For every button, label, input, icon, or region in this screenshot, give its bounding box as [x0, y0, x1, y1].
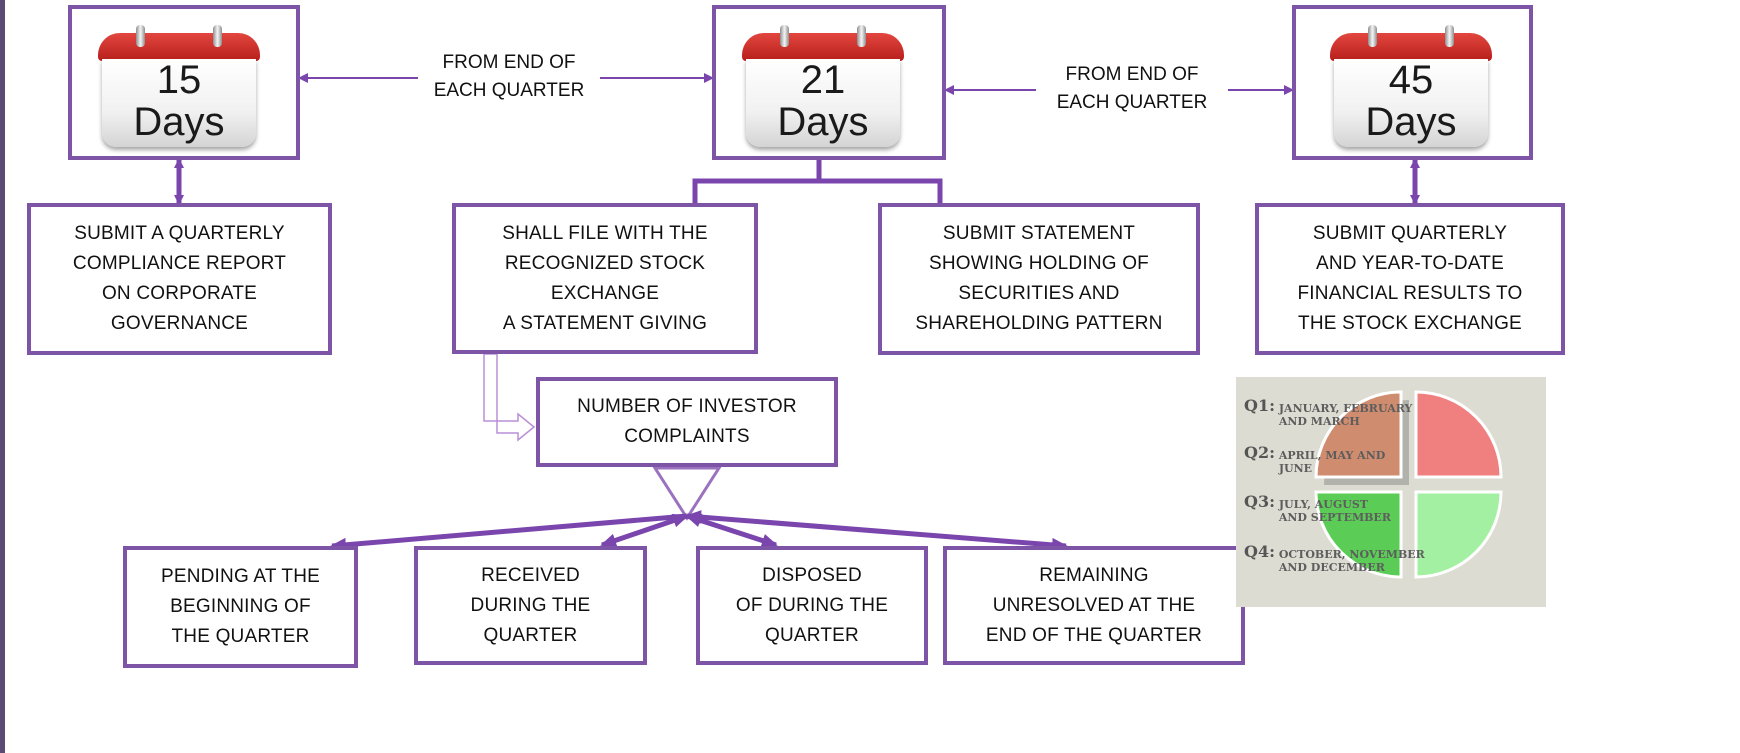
connector-label-right: FROM END OF EACH QUARTER [1036, 61, 1228, 117]
calendar-number: 45 [1388, 58, 1434, 102]
quarter-key: Q3: [1244, 492, 1275, 511]
bracket-21-days [692, 158, 943, 205]
financial-results-box: SUBMIT QUARTERLY AND YEAR-TO-DATE FINANC… [1255, 203, 1565, 355]
calendar-number: 15 [156, 58, 202, 102]
quarter-months: JULY, AUGUST AND SEPTEMBER [1278, 498, 1391, 524]
investor-complaints-box: NUMBER OF INVESTOR COMPLAINTS [536, 377, 838, 467]
pending-text: PENDING AT THE BEGINNING OF THE QUARTER [160, 566, 321, 647]
quarter-pie-icon [1314, 390, 1503, 579]
arrow-to-pending [330, 513, 688, 552]
calendar-number: 21 [800, 58, 846, 102]
pending-box: PENDING AT THE BEGINNING OF THE QUARTER [123, 546, 358, 668]
quarter-q2: Q2: APRIL, MAY AND JUNE [1244, 443, 1386, 476]
disposed-text: DISPOSED OF DURING THE QUARTER [735, 564, 889, 646]
calendar-icon: 15 Days [98, 25, 260, 149]
quarter-q3: Q3: JULY, AUGUST AND SEPTEMBER [1244, 492, 1391, 525]
hollow-arrow-down [652, 466, 722, 521]
quarter-key: Q2: [1244, 443, 1275, 462]
remaining-box: REMAINING UNRESOLVED AT THE END OF THE Q… [943, 546, 1245, 665]
quarter-key: Q1: [1244, 396, 1275, 415]
stock-exchange-statement-text: SHALL FILE WITH THE RECOGNIZED STOCK EXC… [502, 222, 708, 334]
remaining-text: REMAINING UNRESOLVED AT THE END OF THE Q… [985, 564, 1203, 646]
quarter-q4: Q4: OCTOBER, NOVEMBER AND DECEMBER [1244, 542, 1425, 575]
arrow-to-remaining [685, 510, 1068, 552]
calendar-icon: 45 Days [1330, 25, 1492, 149]
holding-statement-text: SUBMIT STATEMENT SHOWING HOLDING OF SECU… [915, 223, 1163, 334]
hollow-arrow-to-complaints [483, 353, 536, 442]
quarter-months: APRIL, MAY AND JUNE [1278, 449, 1386, 475]
received-box: RECEIVED DURING THE QUARTER [414, 546, 647, 665]
stock-exchange-statement-box: SHALL FILE WITH THE RECOGNIZED STOCK EXC… [452, 203, 758, 354]
compliance-report-box: SUBMIT A QUARTERLY COMPLIANCE REPORT ON … [27, 203, 332, 355]
calendar-15-days-frame: 15 Days [68, 5, 300, 160]
calendar-unit: Days [777, 100, 869, 144]
calendar-unit: Days [1365, 100, 1457, 144]
connector-label-left: FROM END OF EACH QUARTER [418, 49, 600, 105]
calendar-icon: 21 Days [742, 25, 904, 149]
quarter-months: OCTOBER, NOVEMBER AND DECEMBER [1278, 548, 1425, 574]
disposed-box: DISPOSED OF DURING THE QUARTER [696, 546, 928, 665]
received-text: RECEIVED DURING THE QUARTER [470, 564, 591, 646]
left-border-rule [0, 0, 5, 753]
quarter-key: Q4: [1244, 542, 1275, 561]
quarters-infographic: Q1: JANUARY, FEBRUARY AND MARCH Q2: APRI… [1236, 377, 1546, 607]
calendar-21-days-frame: 21 Days [712, 5, 946, 160]
calendar-unit: Days [133, 100, 225, 144]
investor-complaints-text: NUMBER OF INVESTOR COMPLAINTS [577, 396, 797, 447]
holding-statement-box: SUBMIT STATEMENT SHOWING HOLDING OF SECU… [878, 203, 1200, 355]
quarter-months: JANUARY, FEBRUARY AND MARCH [1278, 402, 1413, 428]
calendar-45-days-frame: 45 Days [1292, 5, 1533, 160]
compliance-report-text: SUBMIT A QUARTERLY COMPLIANCE REPORT ON … [72, 223, 287, 334]
arrow-to-received [600, 513, 689, 548]
financial-results-text: SUBMIT QUARTERLY AND YEAR-TO-DATE FINANC… [1297, 223, 1523, 334]
quarter-q1: Q1: JANUARY, FEBRUARY AND MARCH [1244, 396, 1413, 429]
